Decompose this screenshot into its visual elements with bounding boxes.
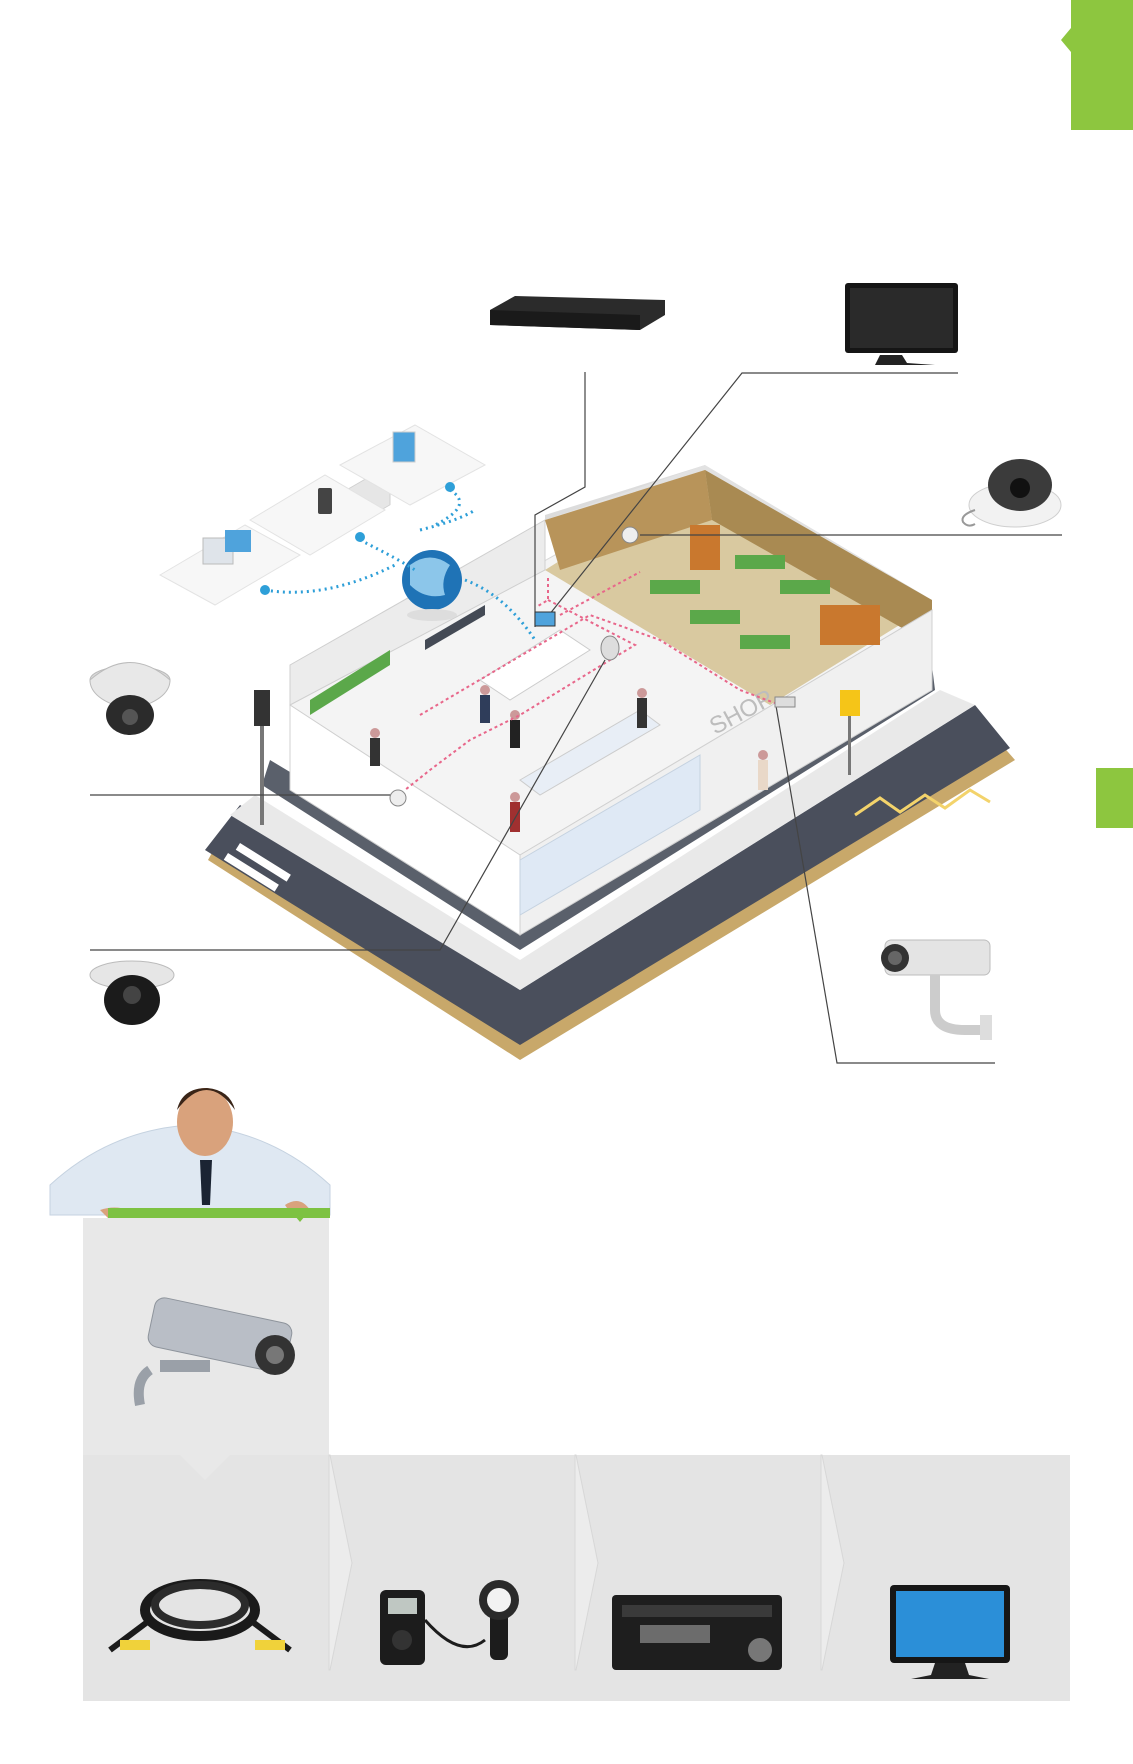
- callout-lines: [90, 372, 1062, 1064]
- scene-camera-warehouse-icon: [621, 526, 639, 544]
- light-meter-icon: [380, 1580, 519, 1665]
- lcd-monitor-icon: [890, 1585, 1010, 1679]
- scene-camera-front-icon: [389, 789, 407, 807]
- scene-camera-ceiling-icon: [600, 635, 620, 661]
- cable-routes: [404, 571, 781, 791]
- section-tab-top: [1071, 0, 1133, 130]
- coax-cable-icon: [108, 1579, 292, 1653]
- accent-bar: [108, 1208, 330, 1218]
- component-steps: [108, 1210, 1010, 1679]
- section-tab-notch: [1061, 28, 1071, 52]
- mini-dome-camera-icon: [89, 960, 175, 1025]
- remote-viewing-devices: [158, 424, 537, 641]
- bullet-camera-icon: [133, 1297, 295, 1406]
- scene-camera-door-icon: [774, 696, 796, 708]
- dome-camera-icon: [961, 459, 1062, 528]
- section-tab-mid: [1096, 768, 1133, 828]
- store-surveillance-diagram: SHOP: [89, 283, 1062, 1064]
- dvr-recorder-icon: [490, 296, 665, 330]
- samsung-dvr-icon: [612, 1595, 782, 1670]
- scene-monitor-icon: [534, 611, 556, 627]
- monitor-icon: [845, 283, 958, 365]
- vandal-dome-camera-icon: [89, 662, 171, 735]
- outdoor-bullet-camera-icon: [881, 939, 992, 1040]
